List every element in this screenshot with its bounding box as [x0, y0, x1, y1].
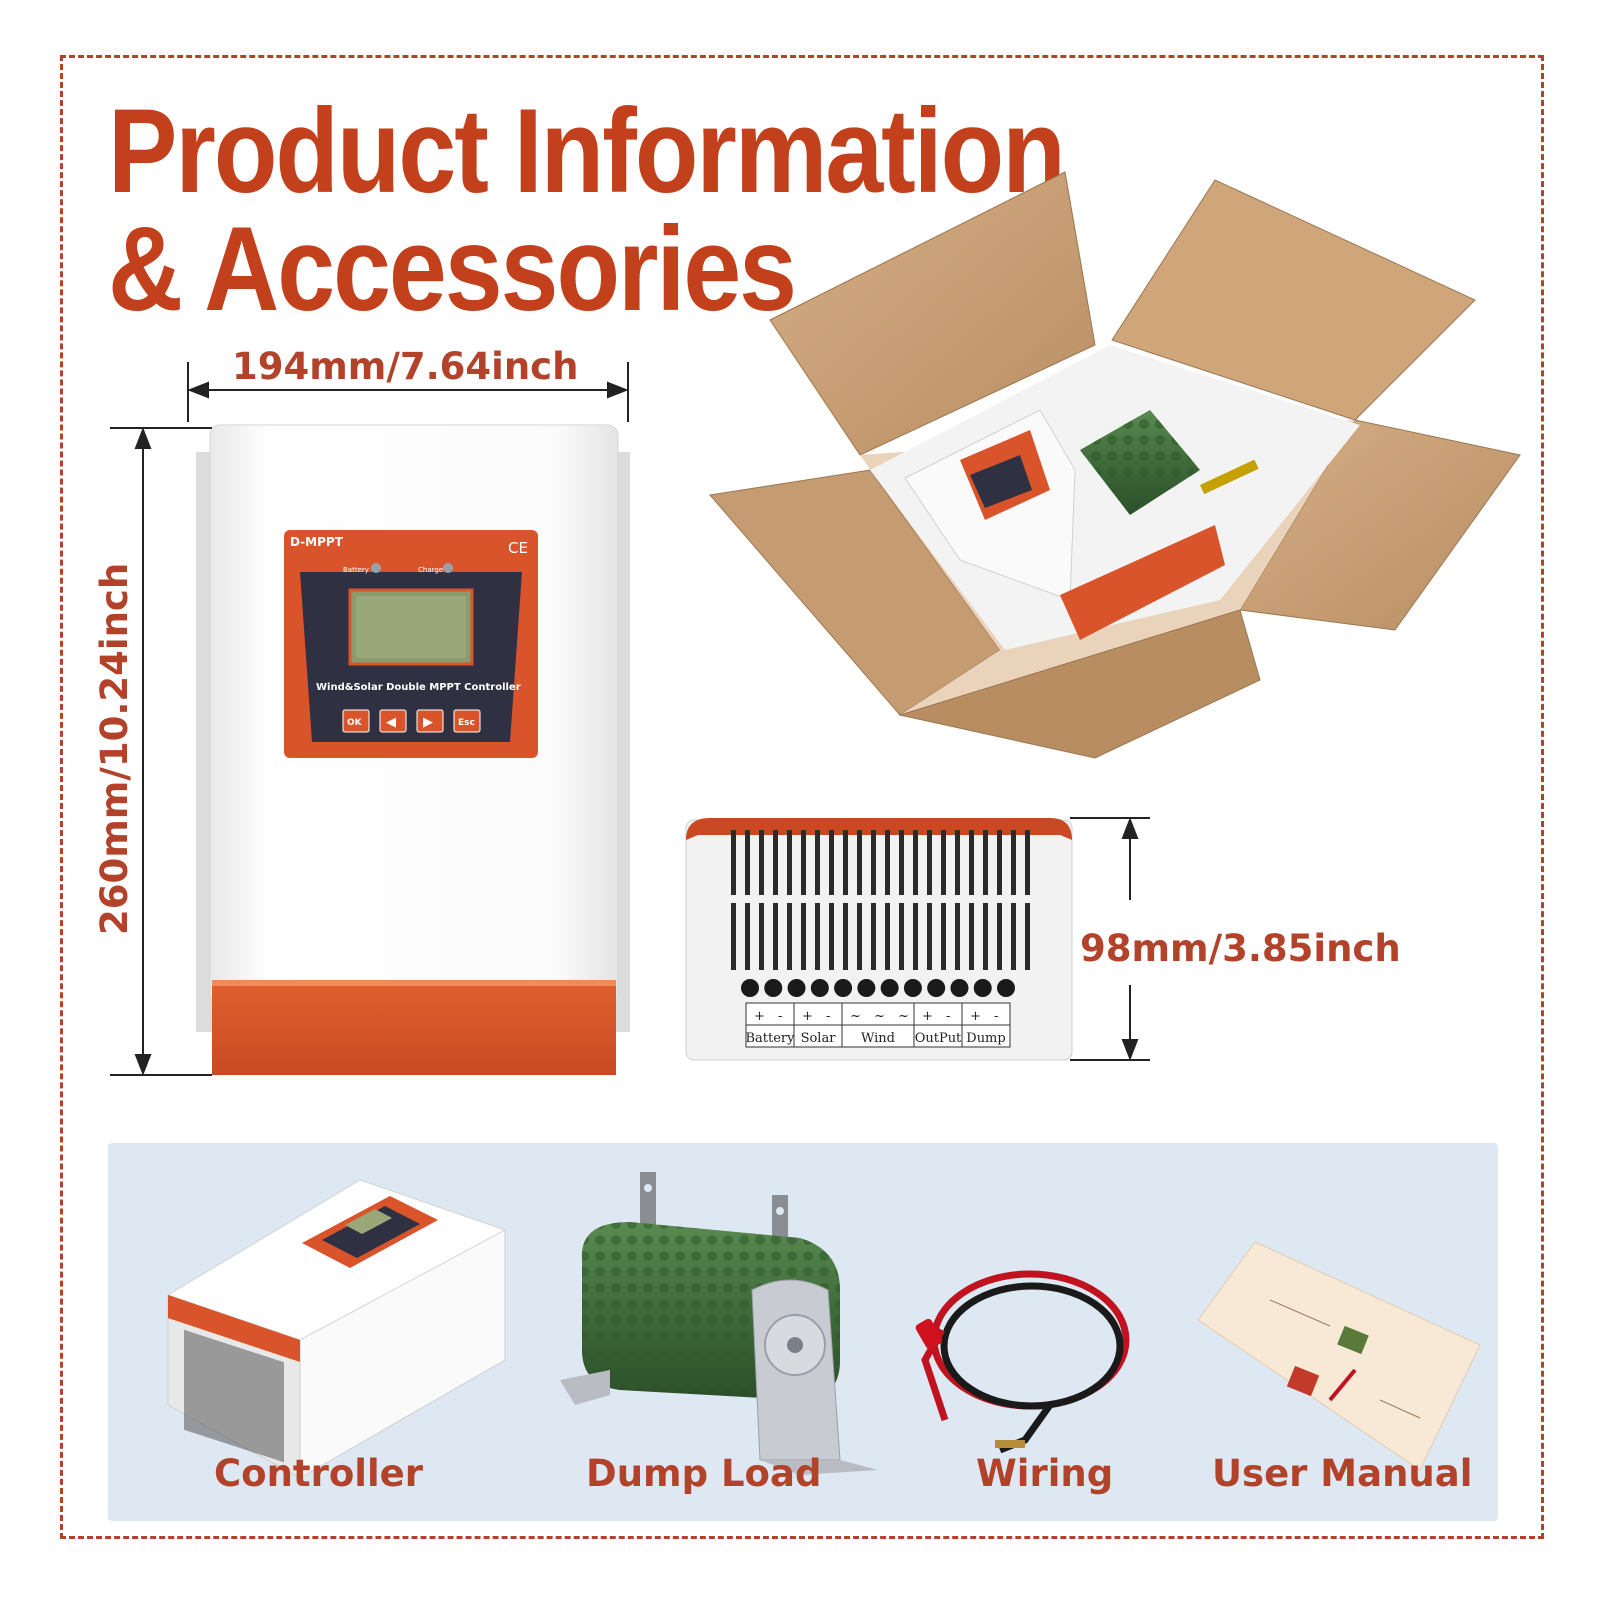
terminal-sign: - [994, 1009, 998, 1024]
terminal-group-label: Battery [745, 1031, 795, 1046]
accessory-label-dump-load: Dump Load [586, 1452, 822, 1495]
terminal-dividers [793, 1003, 963, 1047]
battery-indicator-label: Battery [343, 566, 369, 574]
right-button[interactable]: ▶ [423, 715, 433, 730]
width-dimension-arrow [187, 362, 629, 422]
terminal-screw-icon [834, 979, 853, 997]
esc-button[interactable]: Esc [458, 718, 475, 728]
terminal-screw-icon [903, 979, 922, 997]
panel-buttons: OK ◀ ▶ Esc [342, 709, 481, 733]
terminal-sign: + [802, 1009, 813, 1024]
terminal-sign: + [922, 1009, 933, 1024]
dashed-frame [60, 55, 1544, 1539]
width-dimension-label: 194mm/7.64inch [232, 345, 579, 388]
accessory-label-controller: Controller [214, 1452, 423, 1495]
terminal-group-label: Wind [861, 1031, 895, 1046]
accessory-controller-image [166, 1179, 507, 1479]
terminal-sign: - [778, 1009, 782, 1024]
height-dimension-arrow [110, 427, 212, 1076]
terminal-group-label: Dump [966, 1031, 1005, 1046]
charge-led-icon [443, 563, 453, 573]
terminal-sign: ~ [850, 1009, 861, 1024]
terminal-screw-icon [997, 979, 1015, 997]
terminal-sign: - [946, 1009, 950, 1024]
terminal-sign-labels: +-+-~~~+-+- [754, 1009, 998, 1024]
terminal-group-label: Solar [801, 1031, 837, 1046]
terminal-screw-icon [741, 979, 759, 997]
terminal-sign: + [970, 1009, 981, 1024]
terminal-screw-icon [810, 979, 829, 997]
panel-model-text: Wind&Solar Double MPPT Controller [316, 682, 521, 693]
panel-brand: D-MPPT [290, 535, 344, 549]
charge-indicator-label: Charge [418, 566, 443, 574]
terminal-group-labels: Battery Solar Wind OutPut Dump [745, 1031, 1005, 1046]
terminal-sign: - [826, 1009, 830, 1024]
terminal-screw-icon [764, 979, 783, 997]
depth-dimension-label: 98mm/3.85inch [1080, 927, 1401, 970]
accessory-label-wiring: Wiring [976, 1452, 1114, 1495]
ce-mark: CE [508, 539, 528, 557]
controller-front-view: D-MPPT CE Battery Charge Wind&Solar Doub… [196, 424, 630, 1075]
terminal-sign: ~ [874, 1009, 885, 1024]
terminal-screw-icon [857, 979, 876, 997]
terminal-screw-icon [880, 979, 899, 997]
terminal-sign: + [754, 1009, 765, 1024]
accessory-dump-load-image [560, 1172, 878, 1475]
ok-button[interactable]: OK [347, 718, 363, 728]
packaging-box-image [709, 171, 1521, 759]
terminal-screw-icon [950, 979, 969, 997]
accessory-user-manual-image [1197, 1241, 1481, 1471]
terminal-screws [741, 979, 1015, 997]
left-button[interactable]: ◀ [386, 715, 396, 730]
terminal-screw-icon [973, 979, 992, 997]
terminal-screw-icon [787, 979, 806, 997]
title-line-2: & Accessories [108, 203, 797, 337]
accessory-wiring-image [915, 1270, 1130, 1454]
title-line-1: Product Information [108, 85, 1066, 219]
battery-led-icon [371, 563, 381, 573]
terminal-group-label: OutPut [915, 1031, 962, 1046]
terminal-sign: ~ [898, 1009, 909, 1024]
depth-dimension-arrow [1070, 817, 1150, 1061]
terminal-screw-icon [927, 979, 946, 997]
accessory-label-user-manual: User Manual [1212, 1452, 1473, 1495]
